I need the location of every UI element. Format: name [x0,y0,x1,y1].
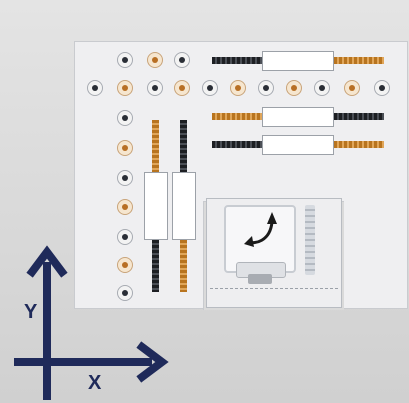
tool-slot-hole [117,80,133,96]
side-rail [305,205,315,275]
x-axis-label: X [88,372,102,394]
tool-slot-hole [117,140,133,156]
axes [14,245,169,400]
tool-horizontal [212,51,384,71]
rotary-head [224,205,296,273]
tool-slot-hole [258,80,274,96]
rotate-arrow-icon [244,212,277,247]
tool-slot-hole [230,80,246,96]
tool-slot-hole [314,80,330,96]
tool-slot-hole [87,80,103,96]
tool-slot-hole [202,80,218,96]
tool-slot-hole [117,170,133,186]
tool-slot-hole [147,80,163,96]
tool-slot-hole [117,257,133,273]
tool-slot-hole [117,199,133,215]
tool-slot-hole [147,52,163,68]
tool-slot-hole [374,80,390,96]
tool-slot-hole [117,52,133,68]
tool-slot-hole [286,80,302,96]
stage-baseline [210,288,338,289]
y-axis-label: Y [24,301,38,323]
y-axis-arrow [26,245,68,400]
tool-slot-hole [344,80,360,96]
rotary-foot [248,274,272,284]
tool-slot-hole [174,52,190,68]
tool-slot-hole [117,229,133,245]
tool-vertical [172,120,196,292]
tool-slot-hole [117,285,133,301]
tool-horizontal [212,107,384,127]
tool-slot-hole [117,110,133,126]
tool-slot-hole [174,80,190,96]
tool-vertical [144,120,168,292]
x-axis-arrow [14,341,169,383]
tool-horizontal [212,135,384,155]
